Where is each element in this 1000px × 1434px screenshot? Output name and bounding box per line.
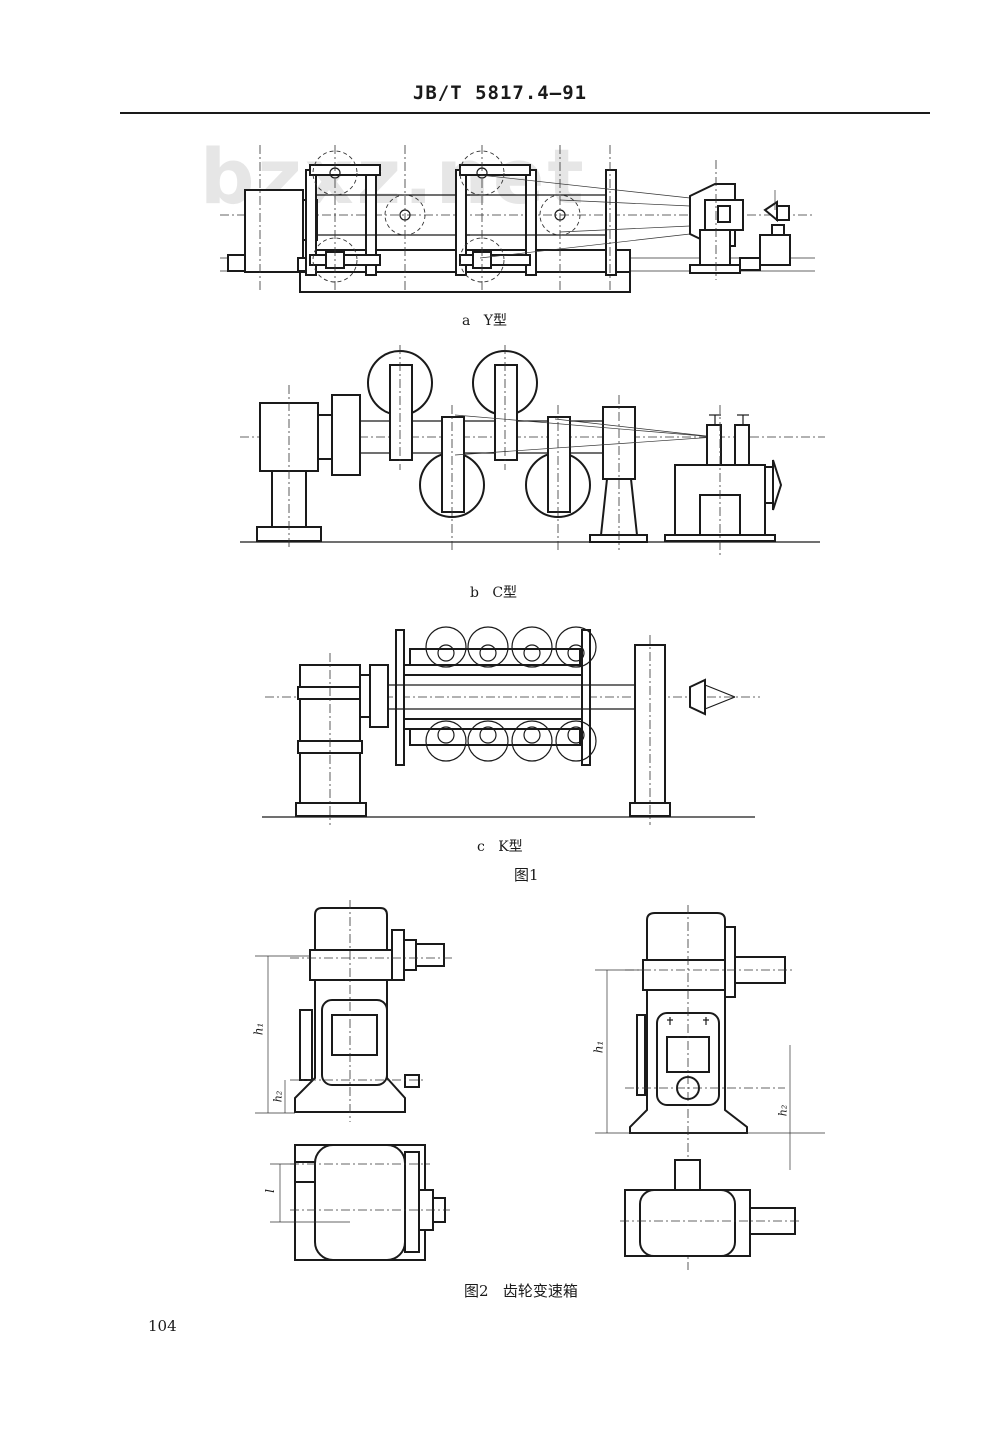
figure-1-title: 图1 — [514, 866, 539, 884]
figure-1a-label: Y型 — [483, 313, 507, 329]
figure-1c-drawing — [260, 625, 770, 825]
dimension-h1-right: h₁ — [591, 1040, 606, 1054]
header-rule — [120, 112, 930, 114]
dimension-h2-right: h₂ — [776, 1104, 790, 1117]
figure-1a-caption: a Y型 — [462, 310, 507, 330]
header-standard-number: JB/T 5817.4—91 — [412, 82, 588, 104]
figure-2-right-drawing — [585, 905, 835, 1275]
dimension-h1-left: h₁ — [251, 1022, 266, 1036]
figure-1a-drawing — [220, 140, 820, 300]
figure-1b-letter: b — [470, 585, 479, 601]
figure-1c-label: K型 — [498, 839, 523, 855]
figure-1c-caption: c K型 — [477, 836, 523, 856]
figure-1b-drawing — [235, 345, 835, 560]
figure-2-title: 图2 — [464, 1282, 489, 1300]
figure-2-title-line: 图2 齿轮变速箱 — [464, 1280, 578, 1301]
figure-2-caption: 齿轮变速箱 — [502, 1282, 578, 1300]
figure-1a-letter: a — [462, 313, 471, 329]
figure-1b-label: C型 — [492, 585, 518, 601]
figure-2-left-drawing — [240, 900, 460, 1280]
figure-1c-letter: c — [477, 839, 485, 855]
page-number: 104 — [148, 1317, 177, 1335]
dimension-h2-left: h₂ — [271, 1090, 285, 1103]
dimension-l: l — [262, 1189, 277, 1193]
figure-1b-caption: b C型 — [470, 582, 517, 602]
